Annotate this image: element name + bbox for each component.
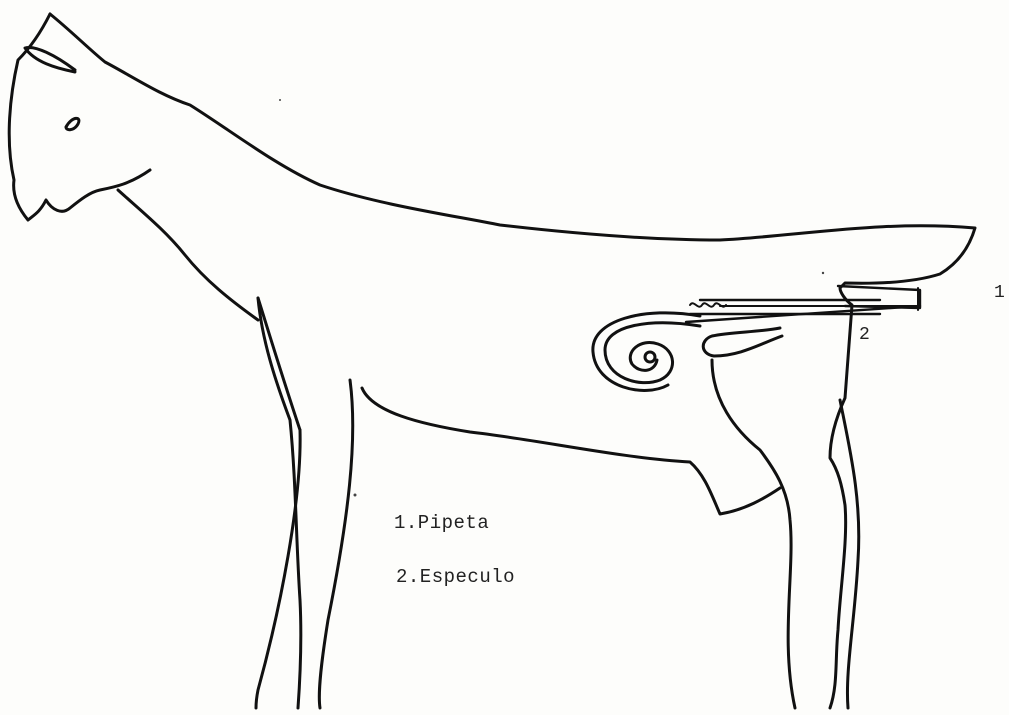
goat-hind-leg-inner (712, 360, 795, 708)
goat-eye (66, 118, 79, 129)
goat-ear (25, 47, 75, 72)
legend-item-pipette: 1.Pipeta (394, 512, 489, 534)
ovary (645, 352, 655, 362)
goat-front-leg-inner (319, 380, 352, 708)
legend-item-speculum: 2.Especulo (396, 566, 515, 588)
goat-outline (50, 14, 975, 708)
goat-belly (362, 388, 780, 514)
goat-neck-front (118, 190, 258, 320)
scan-dot (822, 272, 824, 274)
pipette-callout-number: 1 (994, 283, 1005, 303)
bladder (703, 328, 782, 356)
goat-head (9, 14, 150, 220)
goat-front-leg-front (258, 298, 300, 430)
scan-dot (279, 99, 281, 101)
speculum-callout-number: 2 (859, 325, 870, 345)
scan-dot (354, 494, 357, 497)
